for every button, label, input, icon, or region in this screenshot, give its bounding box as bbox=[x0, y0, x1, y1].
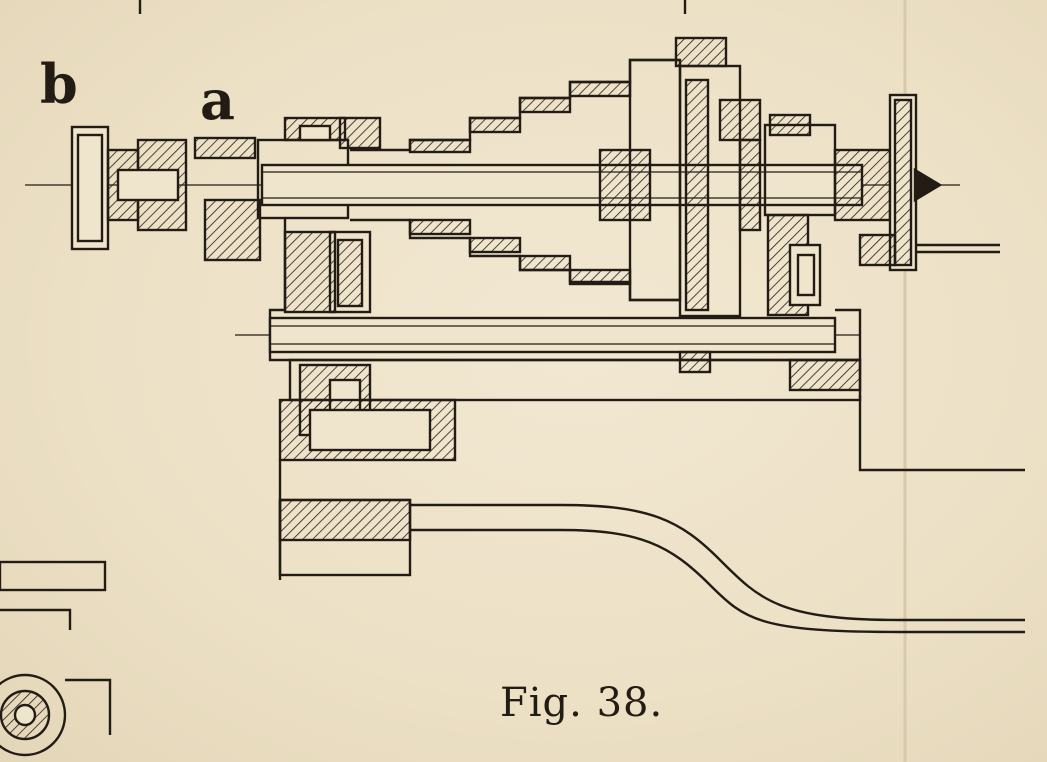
part-label-b: b bbox=[40, 52, 78, 116]
figure-caption: Fig. 38. bbox=[500, 680, 664, 726]
part-label-a: a bbox=[200, 68, 235, 132]
